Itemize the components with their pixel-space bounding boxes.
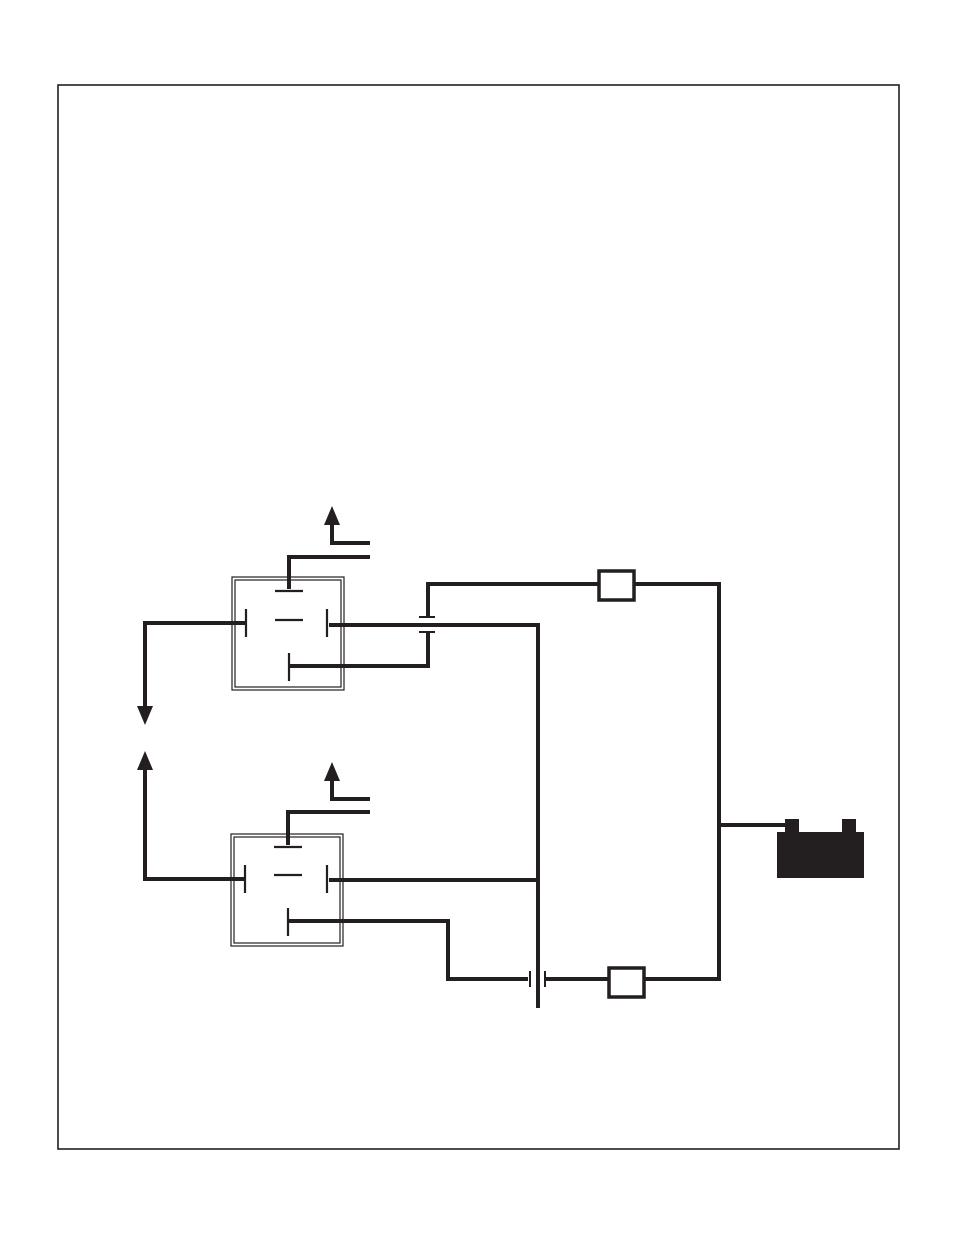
- wire-lower-pin-top-lead: [288, 812, 370, 845]
- wire-upper-bottom-to-connector: [289, 632, 428, 666]
- wire-connector-to-fuse-upper: [428, 584, 600, 617]
- page-frame: [58, 85, 899, 1149]
- wire-lower-arrow-lead: [332, 778, 370, 799]
- wire-upper-right-to-bus: [329, 625, 538, 1008]
- fuse-lower: [609, 968, 644, 997]
- arrow-up-lower-icon: [324, 762, 340, 781]
- wire-fuse-upper-to-bus: [634, 584, 719, 979]
- arrow-up-left-icon: [137, 751, 153, 770]
- wire-upper-pin-top-lead: [289, 557, 370, 589]
- battery-icon: [777, 819, 864, 878]
- arrow-down-left-icon: [137, 706, 153, 725]
- wire-upper-arrow-lead: [332, 522, 370, 543]
- wire-upper-left-to-arrow: [145, 623, 246, 710]
- wire-lower-left-to-arrow: [145, 766, 245, 879]
- fuse-upper: [599, 571, 634, 600]
- relay-upper: [232, 577, 344, 690]
- relay-lower: [231, 834, 343, 946]
- arrow-up-upper-icon: [324, 506, 340, 525]
- wire-lower-bottom-to-connector: [288, 921, 528, 979]
